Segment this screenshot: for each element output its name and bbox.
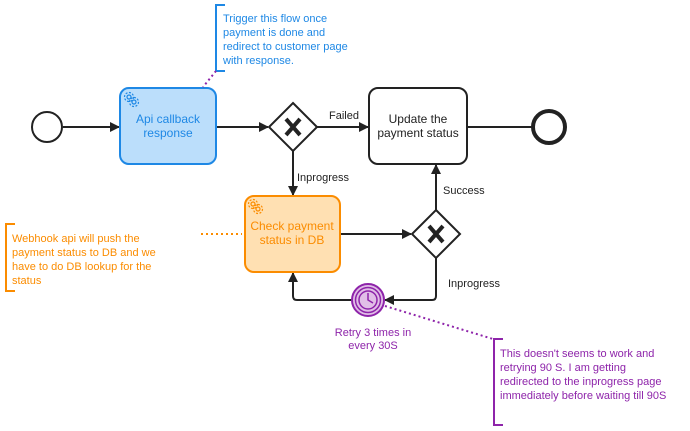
flow-label-inprogress: Inprogress: [448, 278, 500, 290]
annotation-line: payment is done and: [223, 27, 325, 39]
end-event[interactable]: [531, 109, 567, 145]
task-label-line2: payment status: [377, 126, 458, 140]
annotation-line: redirected to the inprogress page: [500, 376, 661, 388]
flow-label-failed: Failed: [329, 110, 359, 122]
annotation-line: immediately before waiting till 90S: [500, 390, 666, 402]
annotation-line: retrying 90 S. I am getting: [500, 362, 626, 374]
task-label-line2: status in DB: [260, 233, 325, 247]
annotation-line: redirect to customer page: [223, 41, 348, 53]
annotation-line: with response.: [222, 55, 294, 67]
annotation-webhook[interactable]: Webhook api will push the payment status…: [5, 223, 242, 292]
sequence-flows: [63, 122, 533, 305]
task-api-callback[interactable]: Api callback response: [119, 87, 217, 165]
task-update-payment-status[interactable]: Update the payment status: [368, 87, 468, 165]
task-label-line2: response: [143, 126, 193, 140]
annotation-line: Trigger this flow once: [223, 13, 327, 25]
annotation-line: have to do DB lookup for the: [12, 261, 151, 273]
exclusive-gateway-2[interactable]: [410, 208, 462, 260]
annotation-line: status: [12, 275, 42, 287]
flow-timer-to-check[interactable]: [288, 272, 352, 301]
annotation-issue[interactable]: This doesn't seems to work and retrying …: [384, 305, 666, 426]
annotation-line: Webhook api will push the: [12, 233, 140, 245]
x-icon: [427, 224, 445, 244]
task-label-line1: Update the: [389, 112, 448, 126]
task-label-line1: Api callback: [136, 112, 201, 126]
annotation-line: This doesn't seems to work and: [500, 348, 654, 360]
flow-inprogress-2[interactable]: [384, 258, 437, 305]
clock-icon: [358, 290, 378, 310]
task-label-line1: Check payment: [250, 219, 334, 233]
timer-label-line1: Retry 3 times in: [335, 327, 411, 339]
timer-event[interactable]: [351, 283, 385, 317]
annotation-line: payment status to DB and we: [12, 247, 156, 259]
start-event[interactable]: [31, 111, 63, 143]
timer-label-line2: every 30S: [348, 340, 398, 352]
annotation-trigger[interactable]: Trigger this flow once payment is done a…: [202, 4, 348, 88]
flow-label-inprogress: Inprogress: [297, 172, 349, 184]
task-check-payment[interactable]: Check payment status in DB: [244, 195, 341, 273]
exclusive-gateway-1[interactable]: [267, 101, 319, 153]
x-icon: [284, 117, 302, 137]
gear-icon: [247, 198, 264, 215]
gear-icon: [123, 91, 140, 108]
flow-label-success: Success: [443, 185, 485, 197]
